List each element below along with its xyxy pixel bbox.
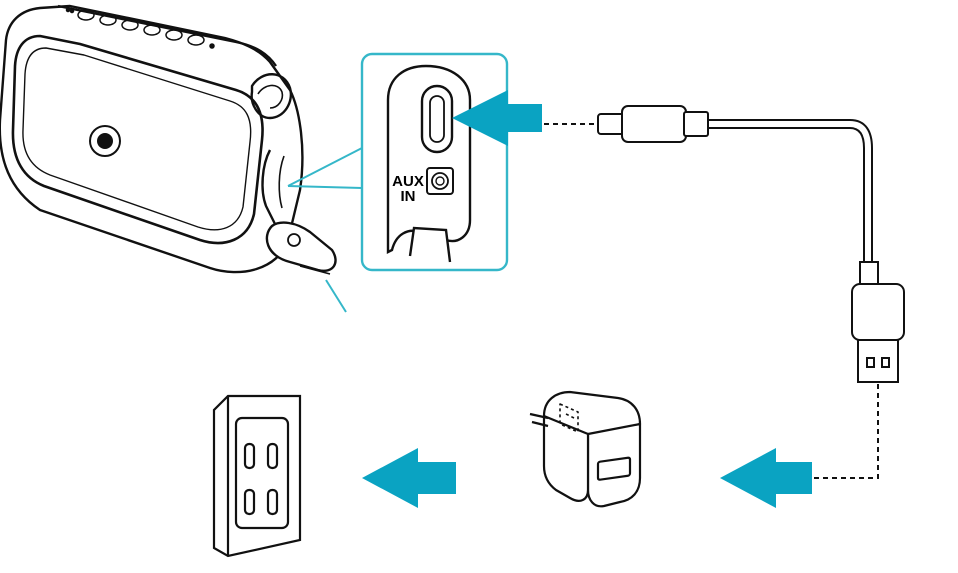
arrow-left-icon [720, 448, 812, 508]
speaker-control-buttons [65, 7, 215, 49]
arrow-left-icon [362, 448, 456, 508]
callout-leader-lines [287, 147, 363, 313]
usb-c-to-usb-a-cable-icon [544, 105, 905, 479]
aux-label-line2: IN [401, 188, 416, 205]
aux-jack-icon [426, 167, 454, 195]
wall-outlet-icon [212, 394, 302, 558]
port-closeup-panel: AUX IN [360, 52, 509, 272]
usb-wall-adapter-icon [529, 390, 642, 508]
aux-label-line1: AUX [392, 173, 424, 190]
usb-c-port-icon [420, 84, 454, 154]
speaker-icon [0, 4, 337, 275]
arrow-left-icon [452, 90, 542, 146]
